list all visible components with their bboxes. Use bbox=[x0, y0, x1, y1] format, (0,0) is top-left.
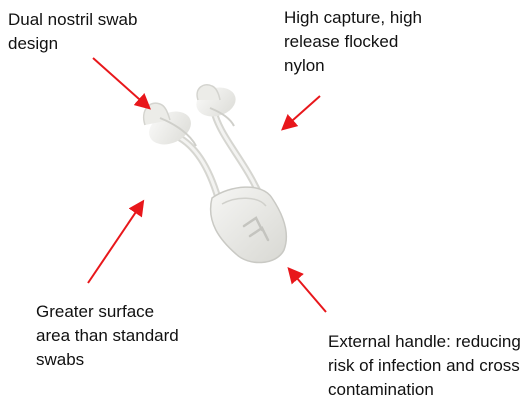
arrow-surface-area bbox=[88, 203, 142, 283]
callout-surface-area: Greater surface area than standard swabs bbox=[36, 300, 236, 372]
callout-external-handle: External handle: reducing risk of infect… bbox=[328, 330, 528, 402]
arrow-high-capture bbox=[284, 96, 320, 128]
callout-high-capture: High capture, high release flocked nylon bbox=[284, 6, 484, 78]
arrow-dual-nostril bbox=[93, 58, 148, 107]
arrow-external-handle bbox=[290, 270, 326, 312]
callout-dual-nostril: Dual nostril swab design bbox=[8, 8, 198, 56]
